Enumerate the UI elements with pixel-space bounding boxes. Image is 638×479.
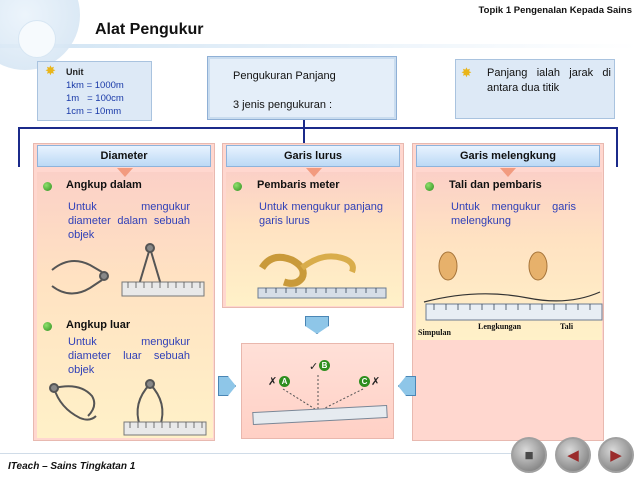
label-lengkungan: Lengkungan <box>478 322 522 331</box>
string-and-ruler-illustration <box>423 251 603 321</box>
home-icon: ■ <box>524 446 534 464</box>
column-panel-straight-fill <box>226 172 402 306</box>
topic-label: Topik 1 Pengenalan Kepada Sains <box>478 5 632 16</box>
ruler-reading-illustration <box>252 375 388 426</box>
measurement-box <box>207 56 397 120</box>
check-mark-icon: ✓ <box>309 361 319 373</box>
decorative-circle <box>18 20 56 58</box>
item-title-pembaris-meter: Pembaris meter <box>257 179 340 191</box>
connector-line <box>303 120 305 128</box>
item-desc-angkup-dalam: Untuk mengukur diameter dalam sebuah obj… <box>68 201 190 241</box>
inside-caliper-illustration <box>51 243 205 297</box>
item-title-angkup-luar: Angkup luar <box>66 319 131 331</box>
connector-line <box>18 127 618 129</box>
ruler-label-a: A <box>279 376 290 387</box>
bullet-icon <box>43 322 52 331</box>
label-tali: Tali <box>560 322 574 331</box>
arrow-down-indicator <box>305 316 329 334</box>
arrow-right-indicator <box>218 376 236 396</box>
column-heading-curve: Garis melengkung <box>416 145 600 167</box>
arrow-left-indicator <box>398 376 416 396</box>
header-stripe <box>0 44 638 48</box>
measurement-title: Pengukuran Panjang <box>233 70 336 82</box>
unit-box <box>37 61 152 121</box>
bullet-icon <box>425 182 434 191</box>
bullet-icon <box>43 182 52 191</box>
column-heading-straight: Garis lurus <box>226 145 400 167</box>
item-desc-pembaris-meter: Untuk mengukur panjang garis lurus <box>259 201 383 227</box>
page-title: Alat Pengukur <box>95 21 204 38</box>
header-band <box>0 0 638 52</box>
back-arrow-icon: ◀ <box>567 447 579 464</box>
bullet-icon <box>233 182 242 191</box>
unit-label: Unit <box>66 67 84 77</box>
footer-label: ITeach – Sains Tingkatan 1 <box>8 461 136 472</box>
definition-text: Panjang ialah jarak di antara dua titik <box>487 67 611 94</box>
heading-pointer <box>306 168 322 177</box>
item-title-tali-dan-pembaris: Tali dan pembaris <box>449 179 542 191</box>
label-simpulan: Simpulan <box>418 328 451 337</box>
wrong-mark-icon: ✗ <box>268 376 278 388</box>
connector-line <box>303 127 305 143</box>
item-title-angkup-dalam: Angkup dalam <box>66 179 142 191</box>
wrong-mark-icon: ✗ <box>371 376 381 388</box>
star-icon: ✸ <box>45 63 56 78</box>
connector-line <box>616 127 618 167</box>
unit-line: 1cm = 10mm <box>66 106 122 117</box>
column-heading-diameter: Diameter <box>37 145 211 167</box>
item-desc-angkup-luar: Untuk mengukur diameter luar sebuah obje… <box>68 336 190 376</box>
ruler-label-b: B <box>319 360 330 371</box>
home-button[interactable]: ■ <box>511 437 547 473</box>
heading-pointer <box>117 168 133 177</box>
unit-line: 1m = 100cm <box>66 93 124 104</box>
footer-rule <box>0 453 520 454</box>
definition-box <box>455 59 615 119</box>
item-desc-tali-dan-pembaris: Untuk mengukur garis melengkung <box>451 201 576 227</box>
connector-line <box>18 127 20 167</box>
unit-line: 1km = 1000m <box>66 80 124 91</box>
star-icon: ✸ <box>461 65 472 80</box>
back-button[interactable]: ◀ <box>555 437 591 473</box>
heading-pointer <box>500 168 516 177</box>
column-panel-diameter-fill <box>37 172 213 438</box>
forward-button[interactable]: ▶ <box>598 437 634 473</box>
measurement-subtitle: 3 jenis pengukuran : <box>233 99 333 111</box>
outside-caliper-illustration <box>49 379 207 436</box>
ruler-label-c: C <box>359 376 370 387</box>
measuring-tape-illustration <box>257 253 387 299</box>
forward-arrow-icon: ▶ <box>610 447 622 464</box>
